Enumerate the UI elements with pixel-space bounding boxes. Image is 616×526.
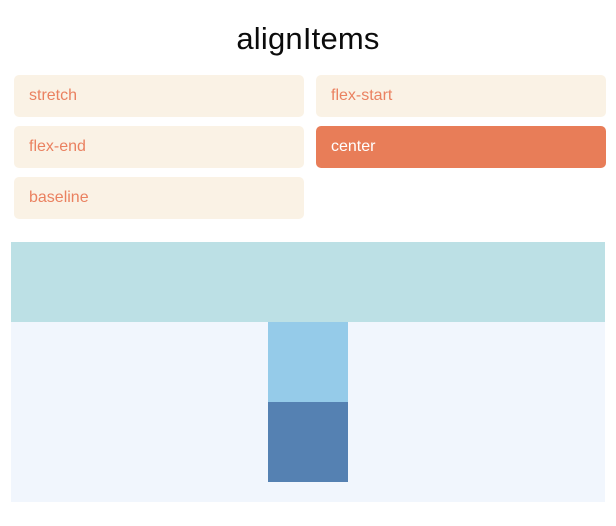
preview-powderblue-box	[11, 242, 605, 322]
option-button-center[interactable]: center	[316, 126, 606, 168]
preview-skyblue-box	[268, 322, 348, 402]
option-button-stretch[interactable]: stretch	[14, 75, 304, 117]
options-grid: stretch flex-start flex-end center baseline	[0, 75, 616, 219]
flex-preview-container	[11, 242, 605, 502]
option-button-baseline[interactable]: baseline	[14, 177, 304, 219]
preview-steelblue-box	[268, 402, 348, 482]
option-button-flex-start[interactable]: flex-start	[316, 75, 606, 117]
page-title: alignItems	[236, 21, 380, 56]
option-button-flex-end[interactable]: flex-end	[14, 126, 304, 168]
